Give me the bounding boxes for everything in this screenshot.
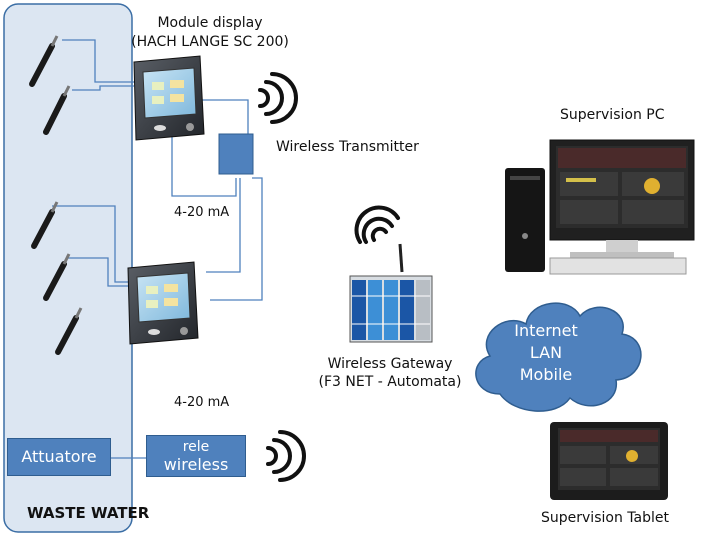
rele-wireless-box: rele wireless: [146, 435, 246, 477]
attuatore-box: Attuatore: [7, 438, 111, 476]
network-cloud-label: Internet LAN Mobile: [498, 320, 594, 386]
module-display-label: Module display (HACH LANGE SC 200): [110, 14, 310, 52]
wireless-gateway-label: Wireless Gateway (F3 NET - Automata): [295, 355, 485, 391]
module-display-device: [127, 261, 199, 345]
supervision-tablet: [550, 422, 668, 500]
current-loop-label: 4-20 mA: [174, 395, 230, 410]
sensor-probe: [31, 201, 59, 249]
sensor-probe: [29, 35, 59, 87]
rele-label: rele: [182, 439, 210, 455]
waste-water-label: WASTE WATER: [27, 504, 150, 522]
cloud-label-internet: Internet: [514, 321, 578, 340]
wireless-gateway-label-line2: (F3 NET - Automata): [318, 374, 462, 390]
wifi-signal-icon: [266, 430, 306, 482]
supervision-pc: [505, 139, 695, 275]
attuatore-label: Attuatore: [21, 447, 97, 466]
cloud-label-mobile: Mobile: [519, 365, 573, 384]
wireless-label: wireless: [163, 455, 229, 474]
wireless-transmitter-label: Wireless Transmitter: [276, 139, 419, 155]
wireless-transmitter-box: [218, 133, 254, 175]
sensor-probe: [43, 85, 71, 135]
current-loop-label: 4-20 mA: [174, 205, 230, 220]
wireless-gateway-label-line1: Wireless Gateway: [327, 356, 453, 372]
module-display-device: [133, 55, 205, 141]
supervision-tablet-label: Supervision Tablet: [541, 510, 669, 526]
supervision-pc-label: Supervision PC: [560, 107, 665, 123]
wireless-gateway-device: [349, 243, 433, 343]
wifi-signal-icon: [354, 205, 400, 244]
cloud-label-lan: LAN: [529, 343, 563, 362]
sensor-probe: [43, 253, 71, 301]
wifi-signal-icon: [258, 72, 298, 124]
module-display-label-line2: (HACH LANGE SC 200): [131, 34, 289, 50]
sensor-probe: [55, 307, 83, 355]
network-cloud: [475, 302, 642, 412]
module-display-label-line1: Module display: [157, 15, 263, 31]
